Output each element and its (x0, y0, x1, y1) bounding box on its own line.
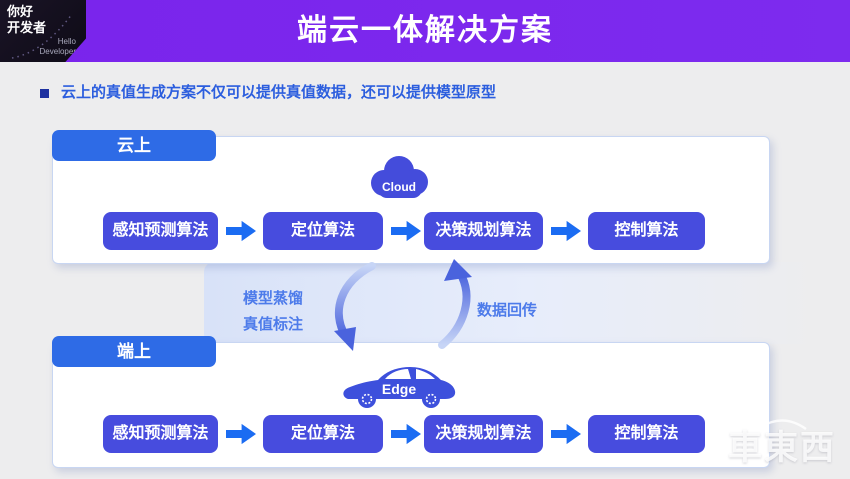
cloud-box-perception: 感知预测算法 (103, 212, 218, 250)
watermark-text: 車東西 (728, 429, 836, 467)
edge-box-localization: 定位算法 (263, 415, 383, 453)
page-title: 端云一体解决方案 (297, 14, 553, 47)
cloud-box-localization: 定位算法 (263, 212, 383, 250)
logo-dotted-arc (11, 13, 73, 59)
curved-arrow-down-icon (334, 262, 376, 351)
label-data-return: 数据回传 (477, 302, 538, 319)
cloud-icon-label: Cloud (382, 180, 416, 194)
logo-sub-text: Hello Developer (40, 37, 76, 57)
bullet-text: 云上的真值生成方案不仅可以提供真值数据，还可以提供模型原型 (61, 84, 497, 101)
logo-sub1: Hello (57, 37, 76, 46)
logo-main-text: 你好 开发者 (7, 4, 46, 35)
edge-box-control: 控制算法 (588, 415, 705, 453)
edge-box-perception: 感知预测算法 (103, 415, 218, 453)
cloud-box-control: 控制算法 (588, 212, 705, 250)
watermark-car-arc-icon (757, 419, 807, 430)
edge-box-planning: 决策规划算法 (424, 415, 543, 453)
header-bar: 端云一体解决方案 (0, 0, 850, 62)
logo-sub2: Developer (39, 47, 76, 56)
watermark: 車東西 (712, 418, 850, 467)
logo-line2: 开发者 (7, 19, 47, 35)
cycle-background-band (204, 262, 850, 344)
car-icon: Edge (343, 367, 456, 408)
tab-edge: 端上 (52, 336, 216, 367)
label-truth-annotation: 真值标注 (243, 316, 304, 333)
car-icon-label: Edge (382, 381, 416, 397)
logo-line1: 你好 (7, 4, 34, 19)
bullet-square-icon (40, 89, 49, 98)
hello-developer-logo: 你好 开发者 Hello Developer (0, 0, 86, 62)
label-model-distillation: 模型蒸馏 (243, 290, 304, 307)
curved-arrow-up-icon (438, 259, 472, 349)
tab-cloud: 云上 (52, 130, 216, 161)
cloud-icon: Cloud (371, 156, 428, 198)
cloud-box-planning: 决策规划算法 (424, 212, 543, 250)
